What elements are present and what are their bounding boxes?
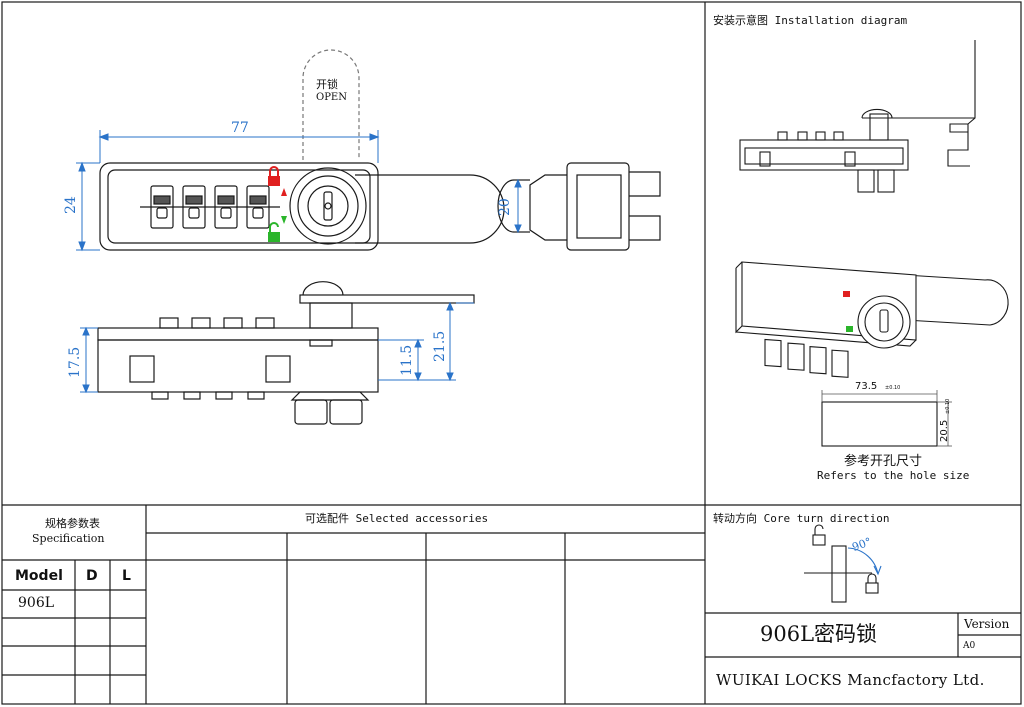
hole-height: 20.5 bbox=[939, 419, 950, 442]
spec-title-en: Specification bbox=[32, 532, 105, 545]
dim-mount-depth: 11.5 bbox=[399, 344, 415, 376]
installation-3d-view bbox=[735, 261, 1009, 378]
installation-title: 安装示意图 Installation diagram bbox=[713, 14, 908, 27]
front-view bbox=[99, 49, 505, 251]
top-dimensions bbox=[80, 301, 474, 394]
hole-caption-cn: 参考开孔尺寸 bbox=[844, 454, 923, 469]
side-view bbox=[497, 162, 661, 251]
company-name: WUIKAI LOCKS Mancfactory Ltd. bbox=[716, 671, 985, 689]
spec-col-d: D bbox=[86, 568, 98, 584]
spec-title-cn: 规格参数表 bbox=[45, 517, 100, 530]
top-view-dials bbox=[151, 317, 275, 400]
code-dials-front bbox=[140, 185, 280, 229]
open-label-cn: 开锁 bbox=[316, 78, 338, 91]
open-label-en: OPEN bbox=[316, 92, 347, 103]
core-turn-title: 转动方向 Core turn direction bbox=[713, 512, 890, 525]
spec-col-model: Model bbox=[15, 568, 63, 584]
dim-overall-length: 77 bbox=[231, 120, 249, 136]
spec-row-model: 906L bbox=[18, 595, 55, 611]
dim-cam-width: 20 bbox=[497, 198, 513, 216]
accessories-title: 可选配件 Selected accessories bbox=[305, 512, 489, 525]
version-label: Version bbox=[964, 617, 1010, 631]
dim-total-depth: 21.5 bbox=[432, 330, 448, 362]
hole-width-tolerance: ±0.10 bbox=[885, 385, 901, 391]
top-view bbox=[97, 281, 475, 425]
hole-caption-en: Refers to the hole size bbox=[817, 469, 970, 482]
side-dimensions bbox=[514, 178, 522, 234]
installation-diagram bbox=[739, 40, 976, 193]
product-name: 906L密码锁 bbox=[760, 622, 878, 646]
hole-width: 73.5 bbox=[855, 381, 878, 392]
lock-status-icons bbox=[268, 166, 287, 242]
core-turn-diagram bbox=[804, 524, 882, 603]
hole-height-tolerance: ±0.10 bbox=[945, 398, 951, 414]
dim-body-depth: 17.5 bbox=[67, 346, 83, 378]
spec-col-l: L bbox=[122, 568, 131, 584]
version-value: A0 bbox=[963, 641, 976, 651]
hole-size-figure bbox=[821, 390, 952, 447]
front-dimensions bbox=[76, 130, 380, 252]
dim-body-height: 24 bbox=[63, 196, 79, 214]
